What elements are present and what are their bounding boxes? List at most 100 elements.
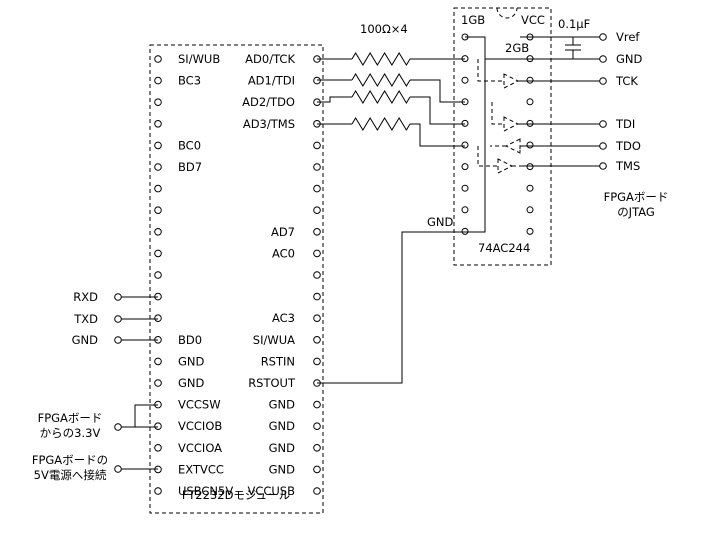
module-left-pin [154,206,162,214]
jtag-terminal [599,33,607,41]
buffer-gate2-label: 2GB [505,41,529,55]
module-right-pin [313,336,321,344]
module-left-pin [154,184,162,193]
ic-right-pin [526,76,534,84]
signal-wires [317,36,603,384]
module-right-pin [313,422,321,431]
left-terminal [114,465,122,473]
right-pin-column: AD0/TCKAD1/TDIAD2/TDOAD3/TMSAD7AC0AC3SI/… [242,52,321,498]
module-left-pin-label: EXTVCC [178,462,224,476]
module-right-pin-label: RSTIN [261,354,295,368]
module-left-pin-label: BD0 [178,333,202,347]
jtag-signal-label: GND [616,52,643,66]
buffer-ic-box [453,7,552,266]
module-right-pin [313,400,321,409]
ic-right-pin [526,163,534,171]
ic-left-pin [461,206,469,214]
resistor [351,90,411,104]
power-note-2-line2: 5V電源へ接続 [34,468,107,482]
module-right-pin [313,271,321,279]
jtag-note-line1: FPGAボード [604,190,669,204]
ic-left-pin [461,227,469,235]
ic-right-pin [526,98,534,106]
gnd-wire [317,36,486,384]
ic-left-pin [461,76,469,84]
module-right-pin [313,292,321,301]
module-left-pin [154,357,162,366]
module-right-pin-label: GND [269,441,296,455]
txd-label: TXD [73,312,98,326]
module-left-pin [154,120,162,128]
module-left-pin [154,55,162,63]
module-right-pin-label: SI/WUA [253,333,295,347]
module-left-pin [154,141,162,150]
jtag-signal-label: TCK [615,74,638,88]
left-terminal [114,293,122,301]
module-left-pin-label: VCCIOB [178,419,222,433]
jtag-terminal [599,77,607,85]
buffer-gates [477,59,530,174]
buffer-vcc-label: VCC [521,13,545,27]
module-right-pin-label: GND [269,462,296,476]
ft2232d-module-box [149,44,324,514]
ic-left-pin [461,163,469,171]
jtag-signal-label: Vref [616,30,640,44]
left-terminal [114,315,122,323]
module-left-pin [154,422,162,431]
module-left-pin [154,487,162,495]
module-left-pin-label: BC0 [178,138,201,152]
rxd-label: RXD [73,290,98,304]
module-left-pin-label: GND [178,354,205,368]
jtag-wires [520,80,603,167]
power-note-2-line1: FPGAボードの [32,453,108,467]
jtag-note-line2: のJTAG [617,205,655,219]
module-right-pin [313,444,321,452]
module-right-pin [313,465,321,474]
module-right-pin [313,184,321,193]
gnd-left-label: GND [72,333,99,347]
module-right-pin [313,76,321,85]
module-right-pin-label: VCCUSB [247,484,295,498]
module-right-pin-label: GND [269,419,296,433]
module-right-pin [313,249,321,258]
ic-left-pin [461,119,469,127]
module-right-pin-label: AD7 [271,225,295,239]
module-left-pin [154,271,162,279]
buffer-ic-label: 74AC244 [478,241,530,255]
left-signal-wires [118,296,158,470]
module-left-pin-label: BD7 [178,160,202,174]
module-left-pin [154,163,162,171]
power-note-1-line1: FPGAボード [38,411,103,425]
resistor [351,117,411,131]
buffer-pin-grid [461,33,534,235]
ic-right-pin [526,141,534,149]
buffer-gnd-label: GND [427,215,454,229]
buffer-ic-notch [496,7,518,19]
ic-right-pin [526,184,534,192]
module-right-pin [313,163,321,171]
left-terminal [114,336,122,344]
module-right-pin-label: AD0/TCK [245,52,295,66]
module-left-pin-label: VCCSW [178,398,221,412]
module-right-pin-label: AC3 [272,311,295,325]
jtag-terminal [599,142,607,150]
module-left-pin-label: VCCIOA [178,441,222,455]
ic-right-pin [526,119,534,127]
power-note-1-line2: からの3.3V [40,426,101,440]
jtag-signal-label: TMS [615,159,640,173]
ic-right-pin [526,206,534,214]
jtag-terminal [599,120,607,128]
module-left-pin-label: SI/WUB [178,52,220,66]
module-right-pin-label: AC0 [272,246,295,260]
module-title: FT2232Dモジュール [182,488,290,502]
module-left-pin [154,379,162,387]
module-left-pin [154,249,162,258]
jtag-terminal [599,162,607,170]
ic-left-pin [461,141,469,149]
left-terminal [114,423,122,431]
module-right-pin-label: AD1/TDI [248,74,295,88]
module-left-pin-label: GND [178,376,205,390]
jtag-signal-label: TDI [615,117,635,131]
